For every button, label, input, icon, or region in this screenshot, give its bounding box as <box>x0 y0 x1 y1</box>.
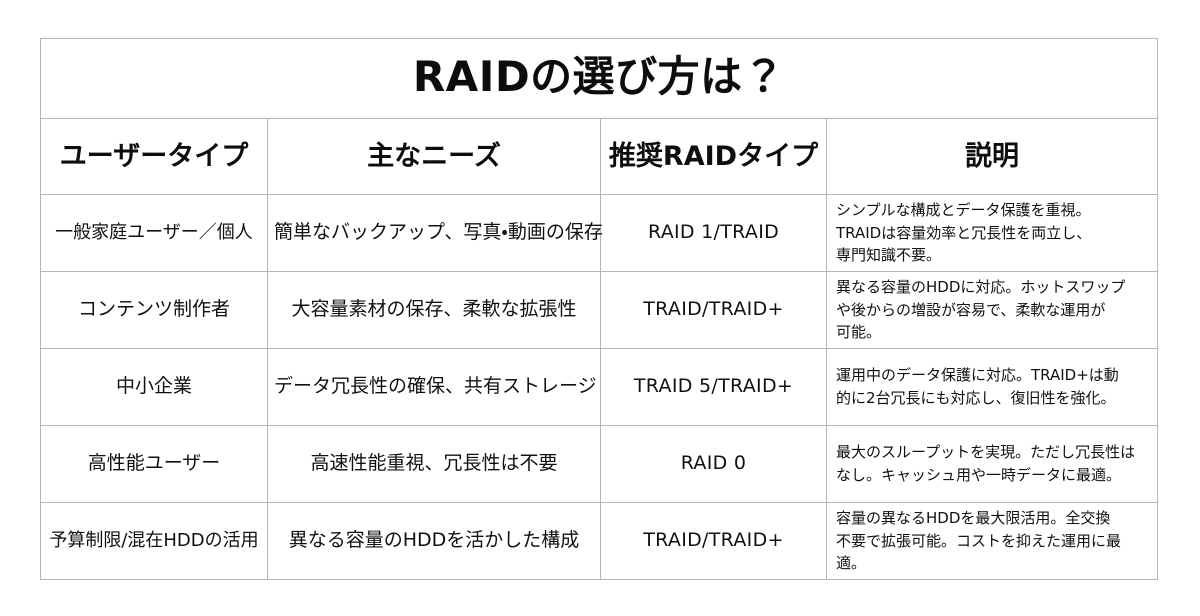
cell-main-need: 異なる容量のHDDを活かした構成 <box>267 502 601 580</box>
description-value: 運用中のデータ保護に対応。TRAID+は動 的に2台冗長にも対応し、復旧性を強化… <box>836 366 1119 407</box>
cell-recommended-raid: TRAID/TRAID+ <box>600 502 827 580</box>
cell-user-type: 中小企業 <box>40 348 268 426</box>
column-header-recommended-raid: 推奨RAIDタイプ <box>600 118 827 195</box>
user-type-value: 予算制限/混在HDDの活用 <box>49 529 259 551</box>
user-type-value: 一般家庭ユーザー／個人 <box>55 221 253 243</box>
cell-main-need: 簡単なバックアップ、写真・動画の保存 <box>267 194 603 272</box>
column-header-label: ユーザータイプ <box>59 140 249 172</box>
main-need-value: 簡単なバックアップ、写真・動画の保存 <box>274 221 603 244</box>
cell-user-type: 一般家庭ユーザー／個人 <box>40 194 268 272</box>
table-header-row: ユーザータイプ 主なニーズ 推奨RAIDタイプ 説明 <box>40 118 1159 195</box>
cell-description: 運用中のデータ保護に対応。TRAID+は動 的に2台冗長にも対応し、復旧性を強化… <box>825 348 1159 426</box>
column-header-user-type: ユーザータイプ <box>40 118 268 195</box>
table-row: 高性能ユーザー 高速性能重視、冗長性は不要 RAID 0 最大のスループットを実… <box>40 425 1159 503</box>
main-need-value: 大容量素材の保存、柔軟な拡張性 <box>291 298 577 321</box>
cell-description: 異なる容量のHDDに対応。ホットスワップ や後からの増設が容易で、柔軟な運用が … <box>825 271 1159 349</box>
table-row: 予算制限/混在HDDの活用 異なる容量のHDDを活かした構成 TRAID/TRA… <box>40 502 1159 580</box>
cell-main-need: 大容量素材の保存、柔軟な拡張性 <box>267 271 601 349</box>
main-need-value: データ冗長性の確保、共有ストレージ <box>274 375 597 398</box>
column-header-description: 説明 <box>825 118 1159 195</box>
description-value: 最大のスループットを実現。ただし冗長性は なし。キャッシュ用や一時データに最適。 <box>836 443 1136 484</box>
cell-description: 容量の異なるHDDを最大限活用。全交換 不要で拡張可能。コストを抑えた運用に最適… <box>825 502 1159 580</box>
column-header-label: 説明 <box>965 140 1020 172</box>
column-header-label: 主なニーズ <box>367 140 501 172</box>
cell-recommended-raid: TRAID 5/TRAID+ <box>600 348 827 426</box>
description-value: 異なる容量のHDDに対応。ホットスワップ や後からの増設が容易で、柔軟な運用が … <box>836 277 1126 342</box>
cell-recommended-raid: RAID 1/TRAID <box>600 194 827 272</box>
cell-recommended-raid: RAID 0 <box>600 425 827 503</box>
cell-user-type: 高性能ユーザー <box>40 425 268 503</box>
recommended-raid-value: RAID 1/TRAID <box>647 221 780 244</box>
column-header-label: 推奨RAIDタイプ <box>608 140 819 172</box>
column-header-main-need: 主なニーズ <box>267 118 601 195</box>
raid-comparison-table: RAIDの選び方は？ ユーザータイプ 主なニーズ 推奨RAIDタイプ 説明 <box>39 38 1159 580</box>
table-row: 中小企業 データ冗長性の確保、共有ストレージ TRAID 5/TRAID+ 運用… <box>40 348 1159 426</box>
recommended-raid-value: RAID 0 <box>680 452 747 475</box>
recommended-raid-value: TRAID 5/TRAID+ <box>633 375 794 398</box>
cell-description: 最大のスループットを実現。ただし冗長性は なし。キャッシュ用や一時データに最適。 <box>825 425 1159 503</box>
cell-user-type: 予算制限/混在HDDの活用 <box>40 502 268 580</box>
cell-recommended-raid: TRAID/TRAID+ <box>600 271 827 349</box>
cell-main-need: データ冗長性の確保、共有ストレージ <box>267 348 601 426</box>
table-row: 一般家庭ユーザー／個人 簡単なバックアップ、写真・動画の保存 RAID 1/TR… <box>40 194 1159 272</box>
description-value: シンプルな構成とデータ保護を重視。 TRAIDは容量効率と冗長性を両立し、 専門… <box>836 200 1092 265</box>
table-title-row: RAIDの選び方は？ <box>39 38 1159 119</box>
cell-main-need: 高速性能重視、冗長性は不要 <box>267 425 601 503</box>
recommended-raid-value: TRAID/TRAID+ <box>643 529 784 552</box>
table-row: コンテンツ制作者 大容量素材の保存、柔軟な拡張性 TRAID/TRAID+ 異な… <box>40 271 1159 349</box>
description-value: 容量の異なるHDDを最大限活用。全交換 不要で拡張可能。コストを抑えた運用に最適… <box>836 508 1122 573</box>
table-title-cell: RAIDの選び方は？ <box>39 38 1159 119</box>
cell-user-type: コンテンツ制作者 <box>40 271 268 349</box>
cell-description: シンプルな構成とデータ保護を重視。 TRAIDは容量効率と冗長性を両立し、 専門… <box>825 194 1159 272</box>
main-need-value: 異なる容量のHDDを活かした構成 <box>288 529 580 552</box>
user-type-value: 中小企業 <box>115 375 192 398</box>
user-type-value: 高性能ユーザー <box>87 452 221 475</box>
page-title: RAIDの選び方は？ <box>412 51 786 101</box>
recommended-raid-value: TRAID/TRAID+ <box>643 298 784 321</box>
user-type-value: コンテンツ制作者 <box>77 298 230 321</box>
main-need-value: 高速性能重視、冗長性は不要 <box>310 452 558 475</box>
